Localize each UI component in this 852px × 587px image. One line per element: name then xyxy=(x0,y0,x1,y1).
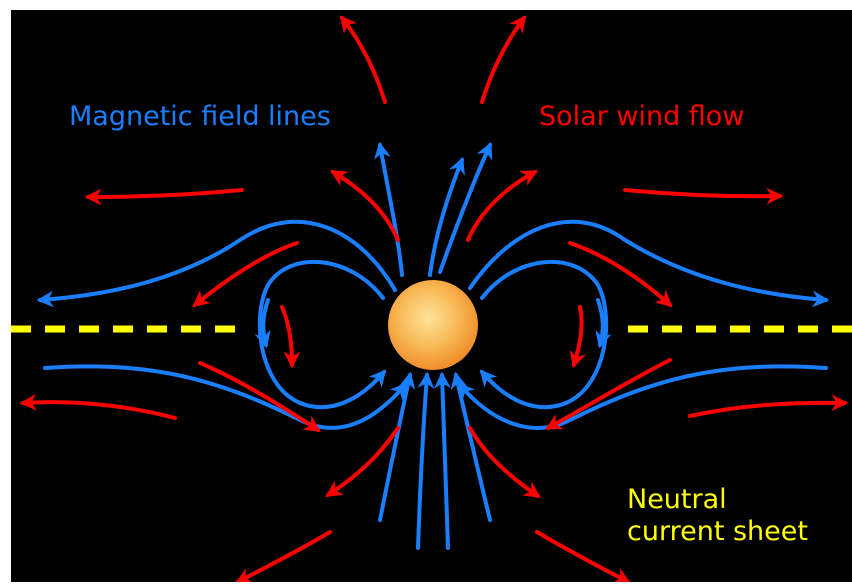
field-line-inner-loop-right-arrow xyxy=(595,298,612,349)
neutral-current-sheet-label-line2: current sheet xyxy=(627,516,808,547)
wind-arrow-upper-left-far xyxy=(84,188,244,206)
magnetic-field-lines xyxy=(36,141,830,550)
wind-arrow-mid-right-up xyxy=(568,241,673,308)
field-line-top-left xyxy=(374,141,404,277)
frame-left xyxy=(0,0,11,582)
wind-arrow-top-right xyxy=(480,15,527,104)
field-line-top-right xyxy=(438,141,493,274)
wind-arrow-lower-left-far xyxy=(19,393,177,420)
neutral-current-sheet-label: Neutral current sheet xyxy=(627,484,808,548)
wind-arrow-top-left xyxy=(339,15,387,104)
wind-arrow-mid-right-down xyxy=(545,358,672,430)
frame-top xyxy=(0,0,852,10)
wind-arrow-lower-right-near xyxy=(468,426,541,498)
field-line-inner-loop-left-arrow xyxy=(254,298,271,349)
field-line-bottom-center2 xyxy=(434,371,451,550)
sun-icon xyxy=(388,280,478,370)
field-line-top-center xyxy=(428,156,465,277)
wind-arrow-upper-right-far xyxy=(623,187,784,205)
wind-arrow-mid-left-down xyxy=(198,361,321,432)
solar-wind-flow xyxy=(19,15,849,584)
field-line-bottom-center xyxy=(416,371,435,550)
solar-wind-flow-label: Solar wind flow xyxy=(539,101,745,132)
wind-arrow-upper-right-near xyxy=(466,170,538,242)
field-line-outer-upper-left xyxy=(36,219,397,308)
field-line-outer-upper-right xyxy=(468,219,830,308)
wind-arrow-mid-left-up xyxy=(192,241,299,308)
wind-arrow-inner-right xyxy=(569,305,586,369)
field-line-outer-lower-left xyxy=(43,364,408,430)
neutral-current-sheet-label-line1: Neutral xyxy=(627,484,727,515)
wind-arrow-lower-right-far xyxy=(688,394,849,418)
wind-arrow-bottom-right xyxy=(535,530,631,584)
wind-arrow-upper-left-near xyxy=(330,170,400,242)
magnetic-field-lines-label: Magnetic field lines xyxy=(69,101,331,132)
field-line-outer-lower-right xyxy=(457,364,828,430)
wind-arrow-inner-left xyxy=(280,305,301,369)
wind-arrow-lower-left-near xyxy=(325,426,400,497)
wind-arrow-bottom-left xyxy=(235,530,332,584)
